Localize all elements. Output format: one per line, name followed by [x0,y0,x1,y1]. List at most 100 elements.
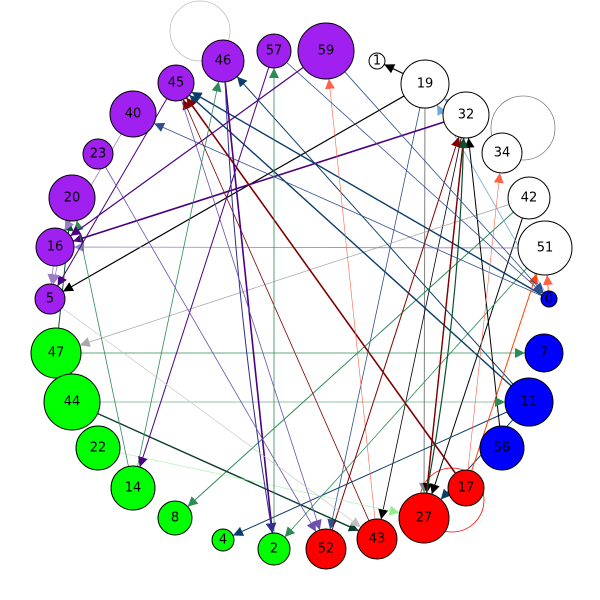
node-circle-14 [110,465,156,511]
edge-0-to-40 [153,122,542,297]
edge-57-to-0 [286,62,544,294]
edge-32-to-43 [378,137,462,520]
node-56[interactable]: 56 [479,425,525,471]
node-8[interactable]: 8 [157,500,193,536]
edge-0-to-51 [542,274,553,292]
node-circle-20 [48,174,96,222]
edge-57-to-14 [138,67,270,468]
edge-42-to-47 [79,204,510,347]
edge-46-to-2 [224,81,277,534]
node-circle-44 [43,373,101,431]
edge-17-to-45 [185,97,457,474]
node-circle-45 [157,64,195,102]
edge-23-to-52 [105,166,317,532]
edge-43-to-45 [182,99,370,521]
node-57[interactable]: 57 [256,33,292,69]
node-circle-23 [82,138,114,170]
node-52[interactable]: 52 [305,528,347,570]
node-23[interactable]: 23 [82,138,114,170]
edge-44-to-43 [97,412,360,532]
node-circle-22 [75,425,121,471]
node-32[interactable]: 32 [442,91,490,139]
self-loop-46 [169,0,231,62]
edge-59-to-16 [70,66,304,237]
edge-19-to-5 [62,95,405,293]
edge-46-to-2 [224,81,276,534]
node-42[interactable]: 42 [507,176,551,220]
edge-43-to-59 [324,78,376,520]
node-0[interactable]: 0 [540,290,558,308]
edge-52-to-32 [331,136,461,531]
edge-42-to-8 [187,211,514,507]
node-circle-34 [481,132,523,174]
node-circle-5 [34,283,66,315]
edge-11-to-45 [188,94,512,387]
edges [47,62,553,538]
node-43[interactable]: 43 [356,518,398,560]
node-19[interactable]: 19 [400,59,450,109]
node-7[interactable]: 7 [524,333,564,373]
node-circle-2 [257,532,291,566]
node-circle-32 [442,91,490,139]
edge-19-to-1 [383,63,404,75]
node-circle-16 [35,227,75,267]
node-34[interactable]: 34 [481,132,523,174]
node-circle-4 [211,528,235,552]
node-27[interactable]: 27 [398,492,450,544]
node-11[interactable]: 11 [504,377,554,427]
node-14[interactable]: 14 [110,465,156,511]
node-circle-57 [256,33,292,69]
node-45[interactable]: 45 [157,64,195,102]
node-circle-52 [305,528,347,570]
node-4[interactable]: 4 [211,528,235,552]
edge-22-to-27 [119,452,400,516]
edge-59-to-0 [344,71,544,294]
edge-51-to-16 [73,242,519,253]
node-circle-17 [447,469,485,507]
node-22[interactable]: 22 [75,425,121,471]
node-circle-0 [540,290,558,308]
edge-32-to-19 [443,98,456,109]
node-circle-27 [398,492,450,544]
edge-19-to-52 [327,107,421,530]
edge-14-to-46 [137,81,222,467]
node-circle-59 [297,22,355,80]
edge-42-to-27 [430,217,523,495]
node-16[interactable]: 16 [35,227,75,267]
edge-5-to-43 [61,307,362,528]
node-circle-7 [524,333,564,373]
nodes: 5957464540232016511932344251071156172743… [30,22,573,570]
node-17[interactable]: 17 [447,469,485,507]
node-1[interactable]: 1 [368,52,386,70]
edge-19-to-27 [419,107,430,494]
edge-56-to-32 [464,137,501,427]
edge-14-to-20 [73,220,129,467]
edge-32-to-16 [72,121,445,243]
self-loop-34 [490,95,556,161]
edge-45-to-52 [181,100,322,531]
node-circle-40 [109,90,157,138]
node-44[interactable]: 44 [43,373,101,431]
node-circle-19 [400,59,450,109]
node-47[interactable]: 47 [30,327,82,379]
node-2[interactable]: 2 [257,532,291,566]
node-20[interactable]: 20 [48,174,96,222]
node-51[interactable]: 51 [517,220,573,276]
edge-27-to-32 [426,137,469,494]
node-circle-47 [30,327,82,379]
node-59[interactable]: 59 [297,22,355,80]
node-40[interactable]: 40 [109,90,157,138]
node-circle-43 [356,518,398,560]
node-circle-42 [507,176,551,220]
node-circle-51 [517,220,573,276]
node-circle-46 [201,39,245,83]
node-circle-56 [479,425,525,471]
node-46[interactable]: 46 [201,39,245,83]
edge-16-to-5 [47,265,58,285]
edge-17-to-34 [467,172,504,471]
edge-11-to-46 [236,76,514,385]
node-circle-8 [157,500,193,536]
node-circle-11 [504,377,554,427]
node-5[interactable]: 5 [34,283,66,315]
node-circle-1 [368,52,386,70]
